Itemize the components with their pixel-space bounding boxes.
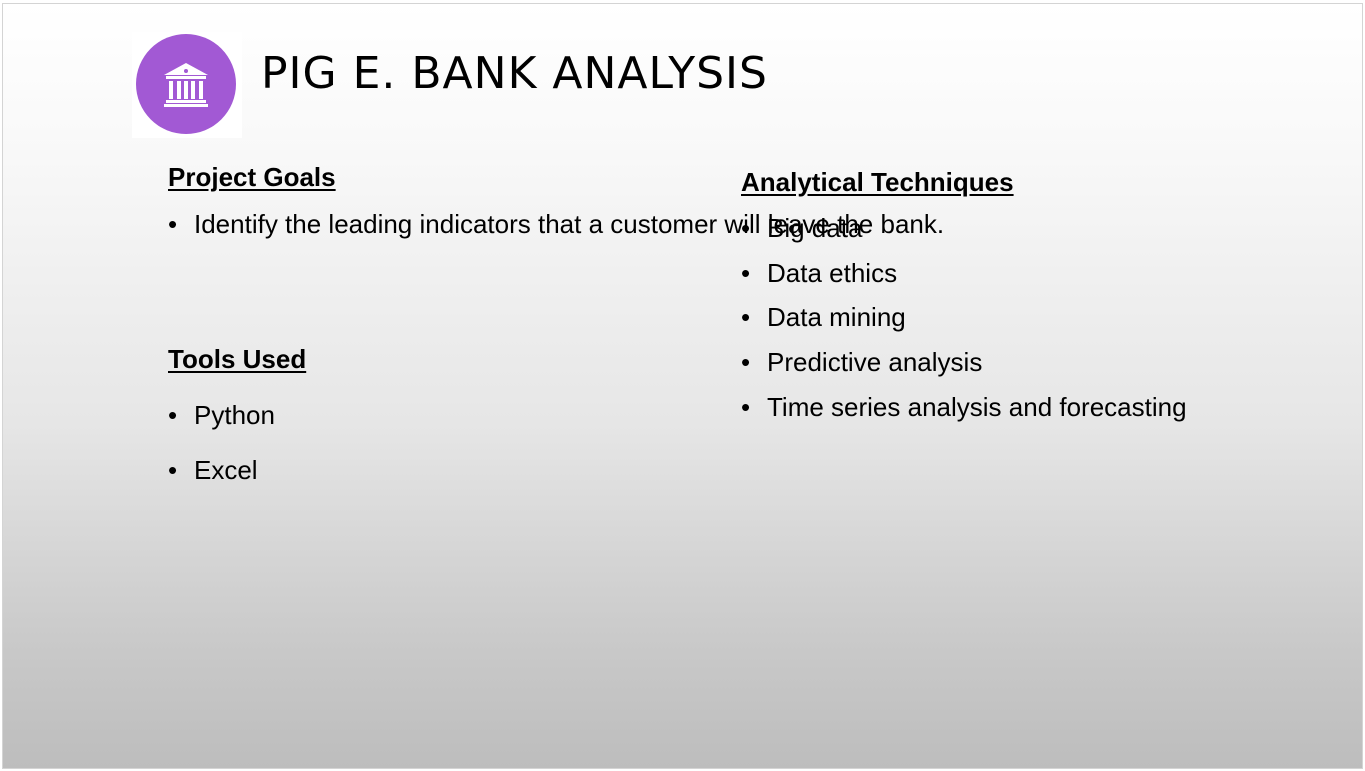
logo-badge: [136, 34, 236, 134]
slide-title: PIG E. BANK ANALYSIS: [261, 48, 768, 99]
list-item: Big data: [741, 213, 1187, 244]
project-goals-heading: Project Goals: [168, 162, 336, 192]
list-item: Data ethics: [741, 258, 1187, 289]
list-item: Python: [168, 400, 275, 431]
logo-container: [132, 32, 242, 138]
bank-building-icon: [164, 63, 208, 107]
analytical-techniques-heading: Analytical Techniques: [741, 167, 1014, 197]
list-item: Data mining: [741, 302, 1187, 333]
list-item: Predictive analysis: [741, 347, 1187, 378]
tools-used-list: Python Excel: [168, 400, 275, 510]
analytical-techniques-list: Big data Data ethics Data mining Predict…: [741, 213, 1187, 436]
list-item: Identify the leading indicators that a c…: [168, 209, 944, 240]
project-goals-list: Identify the leading indicators that a c…: [168, 209, 944, 240]
list-item: Time series analysis and forecasting: [741, 392, 1187, 423]
list-item: Excel: [168, 455, 275, 486]
tools-used-heading: Tools Used: [168, 344, 307, 374]
slide: PIG E. BANK ANALYSIS Project Goals Ident…: [2, 3, 1363, 769]
